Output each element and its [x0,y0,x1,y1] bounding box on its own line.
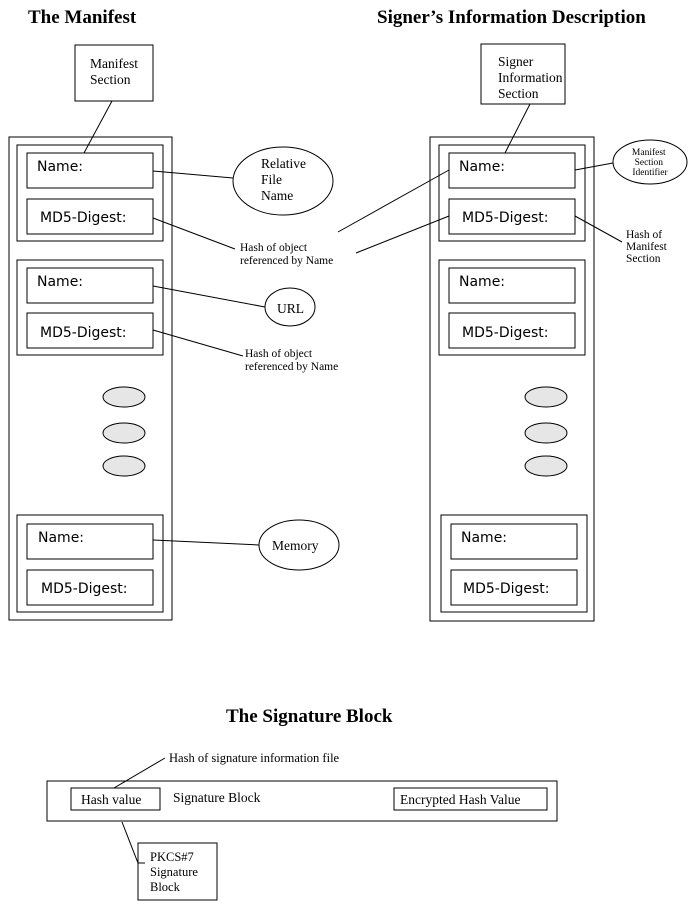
manifest-ellipsis [102,386,146,477]
digest-label: MD5-Digest: [462,210,549,226]
signer-section-label: Information [498,70,563,85]
signer-section-label: Section [498,86,539,101]
hash-of-manifest-section: Manifest [626,241,668,253]
name-field [26,267,154,304]
name-label: Name: [37,274,83,290]
relative-file-name-text: Name [261,188,293,203]
ellipsis-dot [524,422,568,444]
svg-text:Manifest Section: Manifest Section [90,56,141,87]
ellipsis-dot [102,386,146,408]
url-text: URL [277,301,304,316]
ellipsis-dot [524,386,568,408]
manifest-entry-2 [16,259,164,356]
svg-text:Manifest Section Ident: Manifest Section Identifier [632,147,669,178]
signature-block-title: The Signature Block [226,706,393,727]
ellipsis-dot [102,422,146,444]
hash-note-1: referenced by Name [240,255,333,267]
pkcs7-box [137,842,218,901]
name-label: Name: [37,159,83,175]
manifest-outer-box [8,136,173,621]
signer-entry-2 [438,259,586,356]
ellipsis-dot [102,455,146,477]
svg-text:Hash of object referenced: Hash of object referenced by Name [240,242,333,267]
hash-value-label: Hash value [81,792,141,807]
name-field [26,523,154,560]
signer-entry-3 [440,514,588,613]
digest-field [26,569,154,606]
digest-label: MD5-Digest: [462,325,549,341]
hash-of-manifest-section: Hash of [626,229,662,241]
manifest-connectors [83,100,266,546]
signer-section-callout [480,43,566,105]
hash-note-2: Hash of object [245,348,313,360]
encrypted-hash-value-box [393,787,548,811]
signer-section-label: Signer [498,54,534,69]
signature-block-outer [46,780,558,822]
hash-of-manifest-section: Section [626,253,661,265]
relative-file-name-text: File [261,172,282,187]
encrypted-hash-value-label: Encrypted Hash Value [400,792,520,807]
memory-text: Memory [272,538,319,553]
name-field [26,152,154,189]
svg-text:Hash of Manifest Secti: Hash of Manifest Section [626,229,670,265]
manifest-section-label: Section [90,72,131,87]
relative-file-name-bubble [232,146,334,216]
signer-entry-1 [438,144,586,242]
manifest-entry-1 [16,144,164,242]
hash-note-2: referenced by Name [245,361,338,373]
digest-label: MD5-Digest: [40,210,127,226]
signature-boxes [46,757,558,901]
signer-connectors [337,103,623,254]
pkcs7-label: Block [150,880,181,894]
ellipsis-dot [524,455,568,477]
hash-note-1: Hash of object [240,242,308,254]
digest-label: MD5-Digest: [41,581,128,597]
manifest-section-identifier-text: Manifest [632,147,666,158]
name-field [448,267,576,304]
svg-text:Signer Information Sec: Signer Information Section [498,54,566,101]
manifest-entry-3 [16,514,164,613]
signer-title: Signer’s Information Description [377,7,646,28]
digest-label: MD5-Digest: [40,325,127,341]
digest-field [450,569,578,606]
hash-value-box [70,787,161,811]
svg-text:PKCS#7 Signature Block: PKCS#7 Signature Block [150,850,201,894]
signer-outer-box [429,136,595,622]
relative-file-name-text: Relative [261,156,306,171]
manifest-section-label: Manifest [90,56,138,71]
name-label: Name: [38,530,84,546]
manifest-section-identifier-text: Identifier [632,167,668,178]
digest-label: MD5-Digest: [463,581,550,597]
digest-field [26,198,154,235]
manifest-section-callout [74,44,154,102]
name-label: Name: [461,530,507,546]
manifest-title: The Manifest [28,7,137,28]
digest-field [448,312,576,349]
svg-text:Hash of object referenced: Hash of object referenced by Name [245,348,338,373]
hash-of-signature-file-note: Hash of signature information file [169,751,340,765]
manifest-column [8,44,173,621]
pkcs7-label: PKCS#7 [150,850,194,864]
manifest-section-identifier-text: Section [635,158,664,168]
name-label: Name: [459,274,505,290]
name-label: Name: [459,159,505,175]
pkcs7-label: Signature [150,865,198,879]
svg-text:Relative File Name: Relative File Name [261,156,309,203]
name-field [450,523,578,560]
signature-block-label: Signature Block [173,790,261,805]
signer-ellipsis [524,386,568,477]
manifest-section-identifier-bubble [612,139,688,185]
